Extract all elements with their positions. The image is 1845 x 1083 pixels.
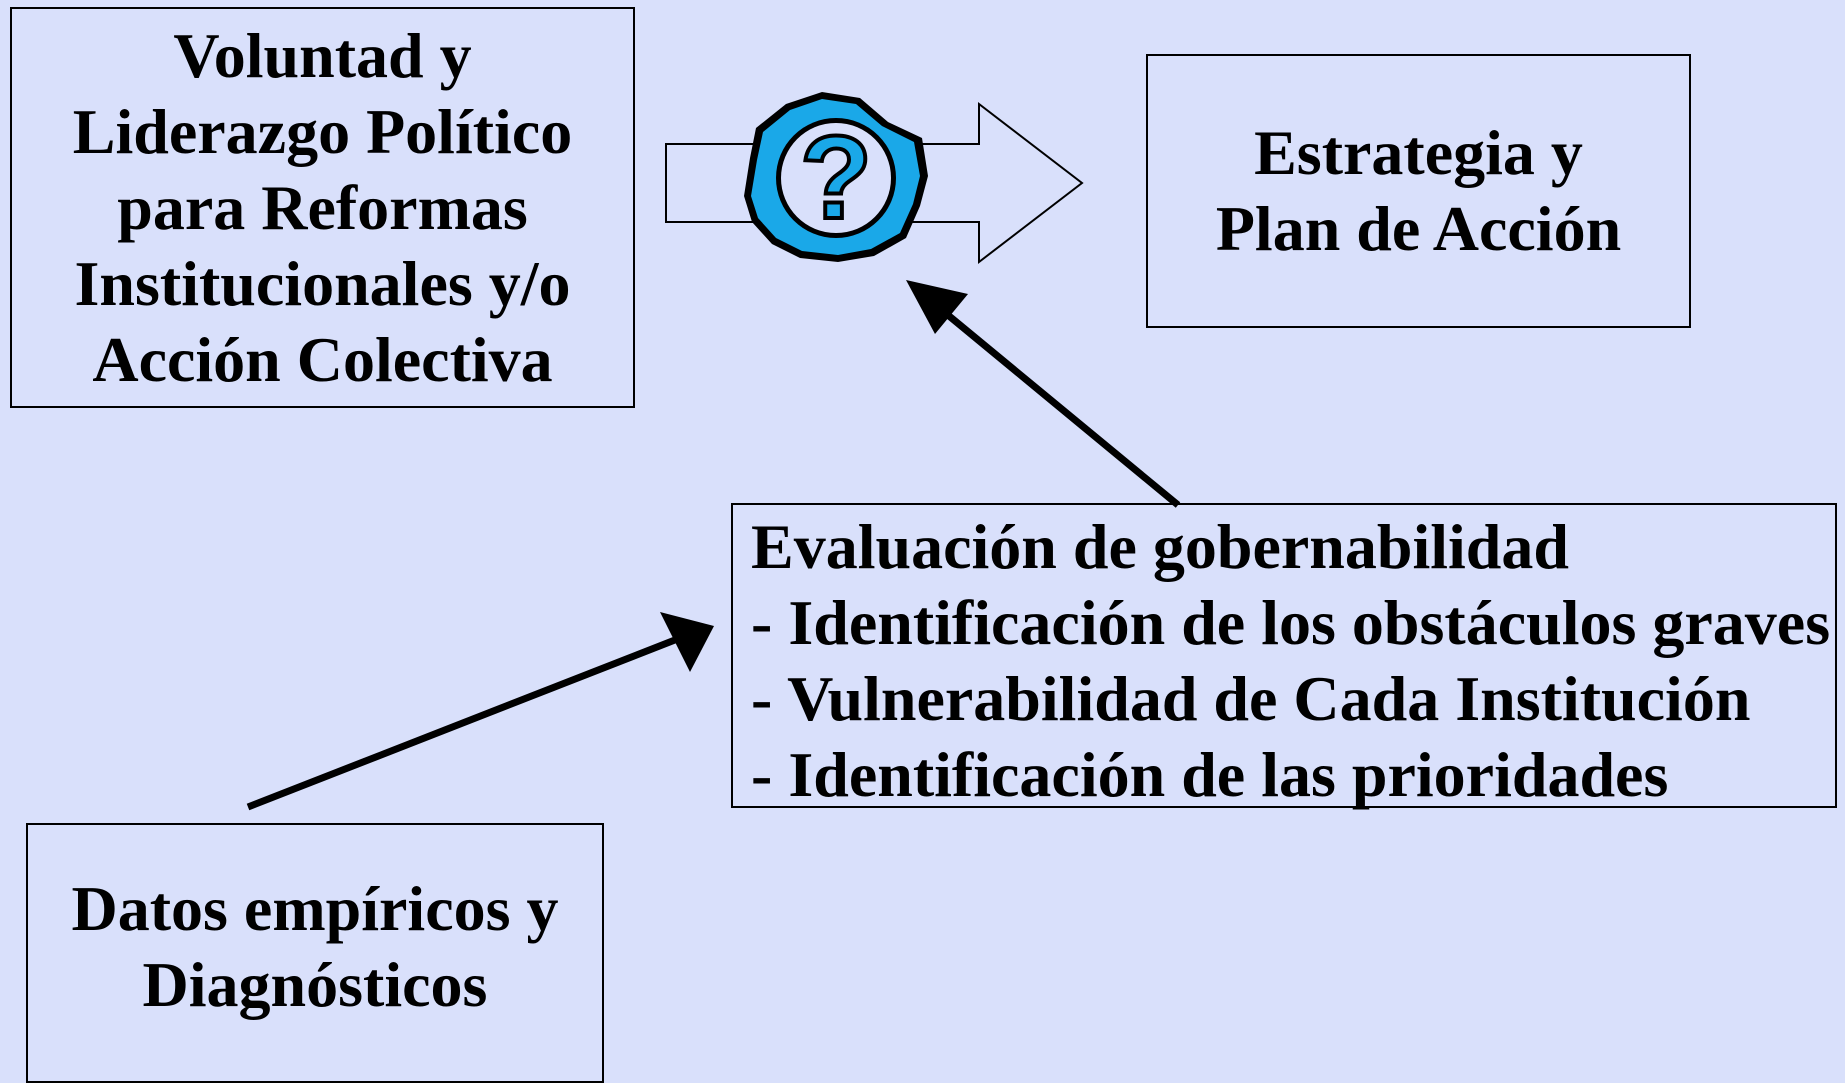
question-mark-icon: ? xyxy=(744,92,928,262)
box-voluntad-line: Institucionales y/o xyxy=(74,247,571,319)
arrow-evaluacion-to-icon xyxy=(917,289,1181,508)
box-voluntad-liderazgo: Voluntad y Liderazgo Político para Refor… xyxy=(10,7,635,408)
box-estrategia-line: Estrategia y xyxy=(1254,117,1583,188)
box-datos-line: Diagnósticos xyxy=(142,949,488,1020)
box-estrategia-line: Plan de Acción xyxy=(1215,193,1622,264)
box-estrategia-plan: Estrategia y Plan de Acción xyxy=(1146,54,1691,328)
arrowhead-evaluacion-to-icon xyxy=(906,280,968,334)
box-voluntad-line: Voluntad y xyxy=(173,19,472,91)
arrowhead-datos-to-evaluacion xyxy=(660,612,714,672)
diagram-connectors: ? xyxy=(246,92,1181,811)
box-evaluacion-item: - Vulnerabilidad de Cada Institución xyxy=(751,663,1751,734)
box-datos-diagnosticos: Datos empíricos y Diagnósticos xyxy=(26,823,604,1083)
box-voluntad-line: para Reformas xyxy=(117,171,528,243)
box-evaluacion-gobernabilidad: Evaluación de gobernabilidad - Identific… xyxy=(731,503,1837,810)
box-datos-line: Datos empíricos y xyxy=(71,873,559,944)
box-evaluacion-heading: Evaluación de gobernabilidad xyxy=(751,511,1569,582)
box-evaluacion-item: - Identificación de los obstáculos grave… xyxy=(751,587,1831,658)
box-evaluacion-item: - Identificación de las prioridades xyxy=(751,739,1669,810)
box-voluntad-line: Liderazgo Político xyxy=(72,95,573,167)
arrow-datos-to-evaluacion xyxy=(246,634,682,811)
box-voluntad-line: Acción Colectiva xyxy=(92,323,553,395)
question-mark-glyph: ? xyxy=(800,112,872,244)
